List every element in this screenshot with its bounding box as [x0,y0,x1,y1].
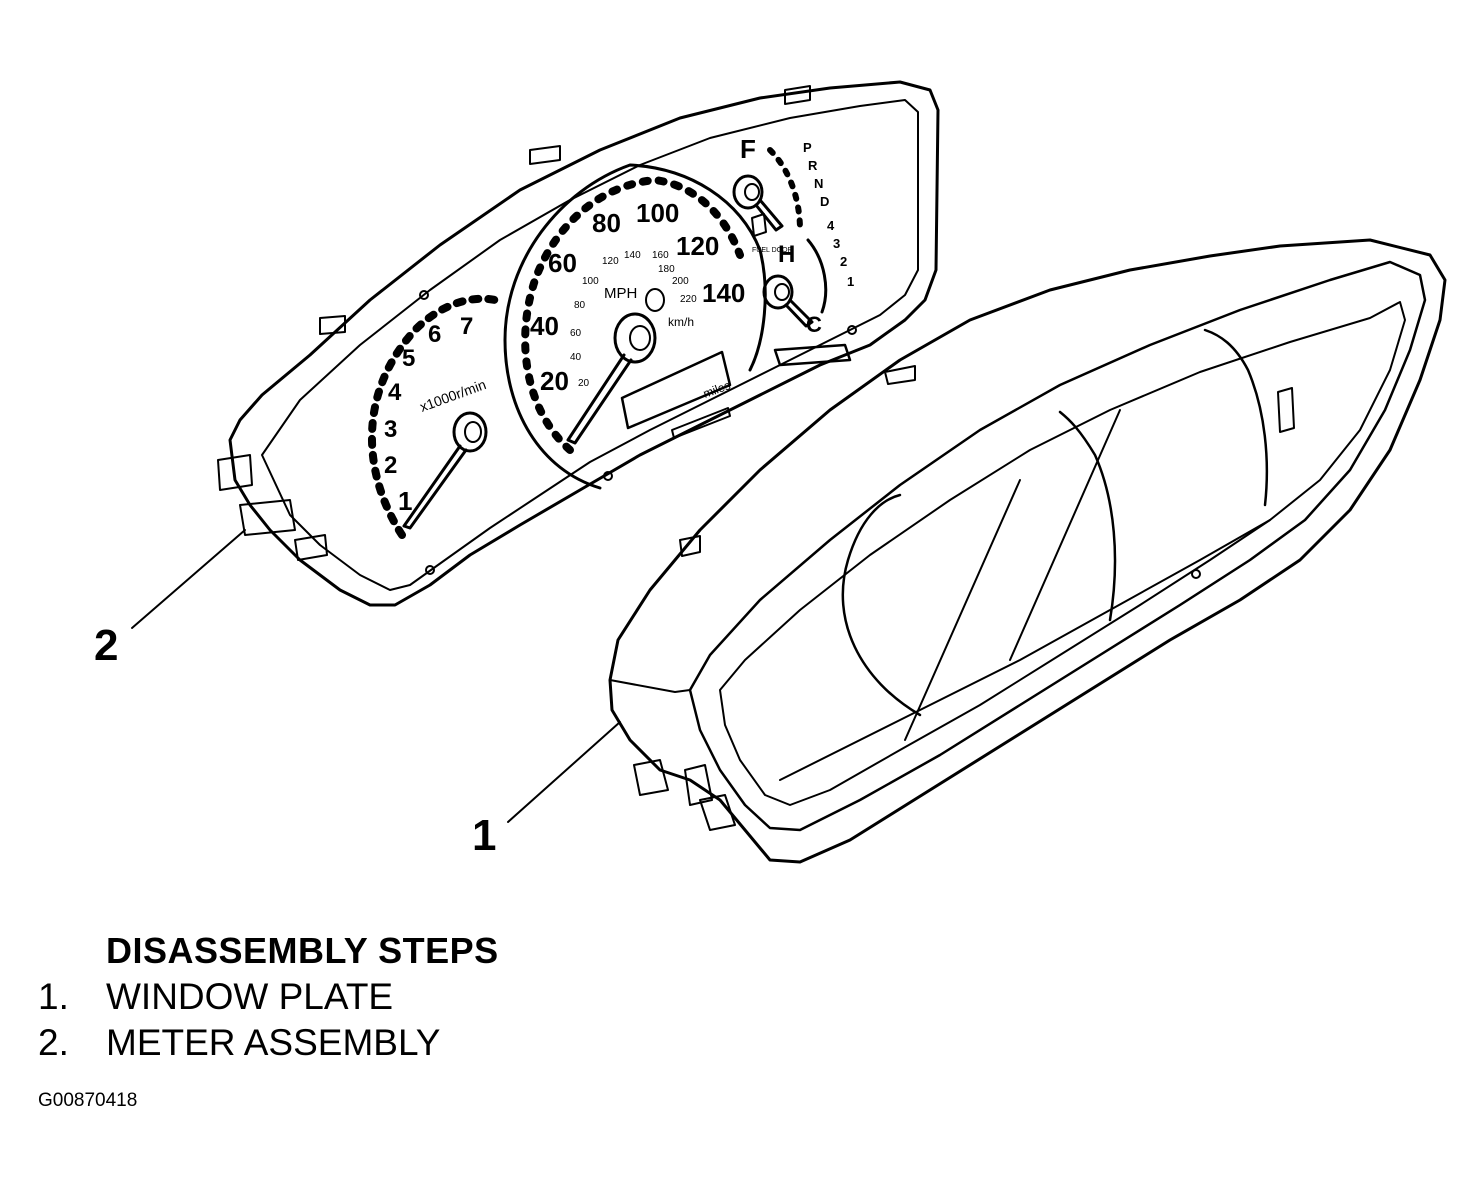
meter-assembly: 1 2 3 4 5 6 7 x1000r/min 20 40 60 80 100… [217,80,940,607]
fuel-needle-hub-inner [744,183,760,201]
window-plate-outer-shell [608,238,1447,864]
screw-hole [847,325,857,335]
window-plate-lens-arc-left [841,493,922,717]
gear-position: 4 [827,218,835,233]
tach-number: 5 [402,345,415,372]
meter-housing-outline [228,80,940,607]
speedo-needle-hub-inner [629,325,651,351]
screw-hole [425,565,435,575]
speedo-mph-number: 40 [530,311,559,341]
callout-2: 2 [94,621,119,670]
fuel-full-label: F [740,134,756,164]
meter-rear-tabs [217,85,811,561]
step-number: 1. [38,976,69,1017]
speedo-kmh-number: 140 [624,250,641,261]
step-label: WINDOW PLATE [106,976,394,1017]
window-plate-tabs [633,365,1295,831]
speedo-mph-number: 20 [540,366,569,396]
step-item: 2. METER ASSEMBLY [38,1022,499,1064]
tach-needle-hub [452,411,488,453]
speedo-mph-number: 100 [636,198,679,228]
callout-1: 1 [472,811,497,860]
speedo-dial-arc [521,176,744,454]
steps-title: DISASSEMBLY STEPS [106,930,499,971]
screw-hole [603,471,613,481]
tach-dial-arc [368,294,499,539]
tach-number: 2 [384,452,397,479]
speedometer: 20 40 60 80 100 120 140 20 40 60 80 100 … [503,163,767,490]
speedo-reset-knob [645,288,665,312]
window-plate-inner-lip [688,260,1427,832]
temp-hot-label: H [778,241,795,268]
window-plate-bottom-rail [779,519,1271,781]
gear-position: 1 [847,274,854,289]
speedo-kmh-label: km/h [668,315,694,329]
tach-number: 3 [384,416,397,443]
fuel-pump-icon [751,213,767,237]
gear-position: P [803,140,812,155]
tach-number: 1 [398,486,412,516]
speedo-bezel [503,163,767,490]
window-plate-glass-outline [719,301,1406,806]
fuel-needle [754,198,784,232]
leader-line-1 [507,721,621,823]
instrument-cluster-exploded-view: 1 2 3 4 5 6 7 x1000r/min 20 40 60 80 100… [131,80,1447,864]
speedo-mph-number: 140 [702,278,745,308]
disassembly-steps: DISASSEMBLY STEPS 1. WINDOW PLATE 2. MET… [38,930,499,1064]
speedo-kmh-number: 60 [570,328,582,339]
temp-needle-hub-inner [774,283,790,301]
window-plate-front-edge [609,679,691,693]
fuel-door-label: FUEL DOOR [752,247,793,254]
gear-position: 3 [833,236,840,251]
speedo-kmh-number: 20 [578,378,590,389]
window-plate-lens-arc-center [1058,410,1117,622]
leader-line-2 [131,529,246,629]
window-plate-lens-arc-right [1203,328,1269,507]
speedo-kmh-number: 40 [570,352,582,363]
gear-position: R [808,158,818,173]
window-plate-divider [904,409,1121,741]
speedo-mph-number: 60 [548,248,577,278]
tach-unit-label: x1000r/min [418,376,489,415]
meter-face-edge [261,99,919,591]
tach-needle [402,444,468,530]
tach-number: 6 [428,321,441,348]
speedo-kmh-number: 200 [672,276,689,287]
window-plate [608,238,1447,864]
gear-position: N [814,176,823,191]
odometer-trip-button [671,407,731,439]
speedo-kmh-number: 120 [602,256,619,267]
speedo-kmh-number: 220 [680,294,697,305]
speedo-mph-number: 120 [676,231,719,261]
speedo-kmh-number: 100 [582,276,599,287]
figure-id: G00870418 [38,1090,138,1111]
speedo-mph-number: 80 [592,208,621,238]
speedo-mph-label: MPH [604,285,637,302]
gear-indicator: P R N D 4 3 2 1 [803,140,854,289]
temp-needle [784,298,814,328]
tachometer: 1 2 3 4 5 6 7 x1000r/min [368,294,499,539]
fuel-needle-hub [732,174,764,210]
speedo-needle [566,353,633,445]
screw-hole [419,290,429,300]
tach-number: 7 [460,313,473,340]
fuel-temp-gauges: F FUEL DOOR H C [732,134,852,367]
step-item: 1. WINDOW PLATE [38,976,499,1018]
tach-number: 4 [388,379,402,406]
tach-needle-hub-inner [464,421,482,443]
odometer-window [620,350,732,430]
gear-position: D [820,194,829,209]
speedo-kmh-number: 160 [652,250,669,261]
temp-scale-arc [806,238,828,314]
screw-hole [1191,569,1201,579]
trip-reset-stem [773,343,852,367]
step-number: 2. [38,1022,69,1063]
fuel-scale-marks [767,147,803,233]
temp-needle-hub [762,274,794,310]
speedo-kmh-number: 180 [658,264,675,275]
step-label: METER ASSEMBLY [106,1022,441,1063]
speedo-kmh-number: 80 [574,300,586,311]
speedo-needle-hub [613,312,657,364]
gear-position: 2 [840,254,847,269]
